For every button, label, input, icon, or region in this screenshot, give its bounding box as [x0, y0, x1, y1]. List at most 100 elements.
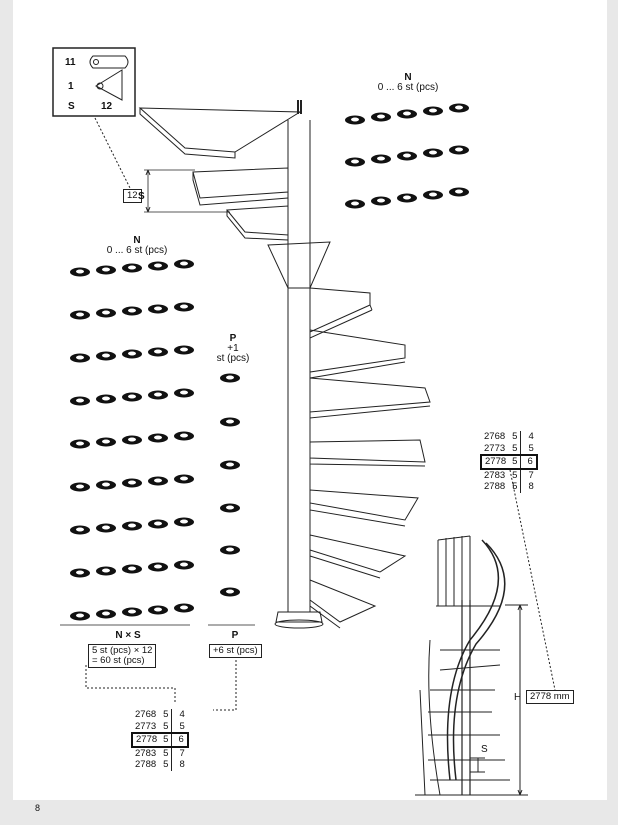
- washer-icon: [423, 148, 443, 158]
- washer-icon: [174, 345, 194, 355]
- washer-icon: [122, 607, 142, 617]
- spec-p-cell: 8: [520, 481, 537, 493]
- tread-3: [225, 205, 289, 236]
- spec-n-cell: 5: [163, 720, 169, 732]
- spec-p-cell: 5: [520, 442, 537, 455]
- group-n-left-letter: N: [133, 235, 141, 246]
- spec-p-cell: 6: [171, 732, 189, 748]
- spec-n-cell: 5: [512, 469, 518, 481]
- legend-s-label: S: [68, 101, 75, 112]
- washer-icon: [122, 564, 142, 574]
- washer-icon: [70, 439, 90, 449]
- spec-height-cell: 2773: [135, 720, 157, 732]
- tread-5: [309, 329, 406, 373]
- installed-staircase-drawing: [415, 535, 528, 796]
- washer-icon: [220, 545, 240, 555]
- washer-icon: [70, 568, 90, 578]
- washer-icon: [148, 519, 168, 529]
- tread-1: [138, 107, 302, 153]
- group-p-plus: +1: [227, 343, 239, 354]
- washer-icon: [148, 390, 168, 400]
- washer-icon: [174, 431, 194, 441]
- spec-n-cell: 5: [163, 709, 169, 720]
- group-n-left-range: 0 ... 6 st (pcs): [106, 245, 168, 256]
- washer-icon: [174, 560, 194, 570]
- tread-7: [309, 439, 426, 463]
- washer-icon: [148, 261, 168, 271]
- washer-icon: [148, 433, 168, 443]
- spec-height-cell: 2783: [135, 747, 157, 759]
- spec-height-cell: 2788: [135, 759, 157, 770]
- washer-icon: [96, 265, 116, 275]
- washer-outline-icon: [89, 55, 129, 69]
- washer-icon: [70, 310, 90, 320]
- spec-n-cell: 5: [512, 431, 518, 442]
- washer-icon: [397, 109, 417, 119]
- callout-12: 12: [123, 189, 142, 203]
- page-number: 8: [35, 803, 41, 813]
- washer-icon: [174, 603, 194, 613]
- washer-icon: [122, 349, 142, 359]
- spec-height-cell: 2773: [484, 442, 506, 454]
- tread-8: [309, 489, 419, 521]
- p-total: +6 st (pcs): [209, 644, 262, 658]
- washer-icon: [174, 388, 194, 398]
- washer-icon: [174, 259, 194, 269]
- nxs-label: N × S: [115, 630, 141, 641]
- washer-icon: [148, 562, 168, 572]
- washer-icon: [423, 106, 443, 116]
- spec-height-cell: 2768: [135, 709, 157, 720]
- height-value: 2778 mm: [526, 690, 574, 704]
- washer-icon: [371, 112, 391, 122]
- nxs-formula-line2: = 60 st (pcs): [92, 655, 145, 666]
- legend-box: [52, 47, 136, 117]
- washer-icon: [148, 605, 168, 615]
- s-dimension-label: S: [138, 191, 145, 202]
- washer-icon: [174, 302, 194, 312]
- nxs-formula: 5 st (pcs) × 12 = 60 st (pcs): [88, 644, 157, 668]
- washer-icon: [220, 587, 240, 597]
- spec-p-cell: 6: [520, 454, 538, 470]
- spec-height-cell: 2788: [484, 481, 506, 492]
- washer-icon: [122, 521, 142, 531]
- spec-p-cell: 4: [520, 431, 537, 443]
- washer-icon: [70, 482, 90, 492]
- washer-icon: [423, 190, 443, 200]
- central-column: [287, 120, 311, 612]
- tread-4: [309, 287, 371, 333]
- washer-icon: [397, 193, 417, 203]
- legend-row2-number: 1: [68, 81, 74, 92]
- spec-n-cell: 5: [160, 732, 172, 748]
- washer-icon: [122, 392, 142, 402]
- washer-icon: [70, 267, 90, 277]
- landing-plate: [267, 241, 331, 289]
- washer-icon: [449, 187, 469, 197]
- washer-icon: [122, 478, 142, 488]
- group-n-top-range: 0 ... 6 st (pcs): [377, 82, 439, 93]
- washer-icon: [148, 476, 168, 486]
- tread-10: [309, 579, 377, 623]
- washer-icon: [96, 480, 116, 490]
- spec-height-cell: 2783: [484, 469, 506, 481]
- spec-height-cell: 2768: [484, 431, 506, 442]
- washer-icon: [96, 437, 116, 447]
- group-n-top-letter: N: [404, 72, 412, 83]
- washer-icon: [70, 396, 90, 406]
- base-plate: [275, 611, 323, 623]
- washer-icon: [96, 609, 116, 619]
- legend-count: 12: [101, 101, 113, 112]
- spec-height-cell: 2778: [130, 732, 161, 748]
- washer-icon: [345, 199, 365, 209]
- spec-n-cell: 5: [512, 481, 518, 492]
- spec-p-cell: 7: [520, 468, 537, 481]
- washer-icon: [96, 308, 116, 318]
- nxs-formula-line1: 5 st (pcs) × 12: [92, 645, 153, 656]
